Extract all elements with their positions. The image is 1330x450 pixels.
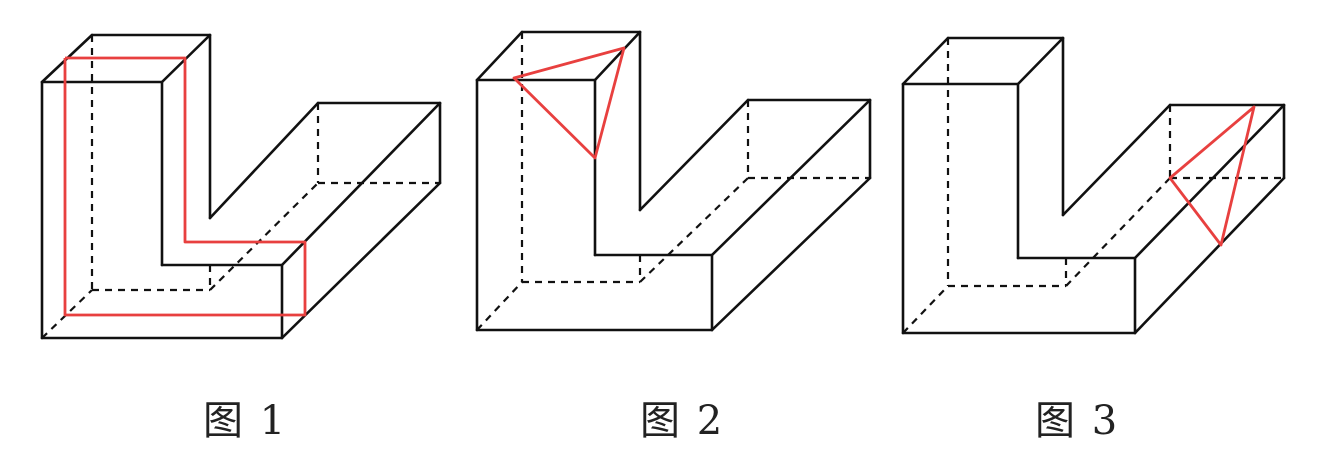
figure-2-red-triangle <box>512 46 626 160</box>
figure-1-red-section <box>63 56 307 317</box>
figure-2-solid <box>475 30 872 332</box>
figure-2-visible-edges <box>475 30 872 332</box>
figure-1-solid <box>40 33 442 340</box>
figure-3-visible-edges <box>901 36 1286 335</box>
figure-3-hidden-edges <box>902 38 1284 334</box>
figure-2-caption: 图 2 <box>640 398 725 444</box>
figure-3-solid <box>901 36 1286 335</box>
figure-1-caption: 图 1 <box>203 398 288 444</box>
figure-1-visible-edges <box>40 33 442 340</box>
figure-3-caption: 图 3 <box>1035 398 1120 444</box>
figure-3-red-triangle <box>1168 105 1256 247</box>
figure-1-hidden-edges <box>41 35 440 339</box>
figure-2-hidden-edges <box>476 32 870 331</box>
